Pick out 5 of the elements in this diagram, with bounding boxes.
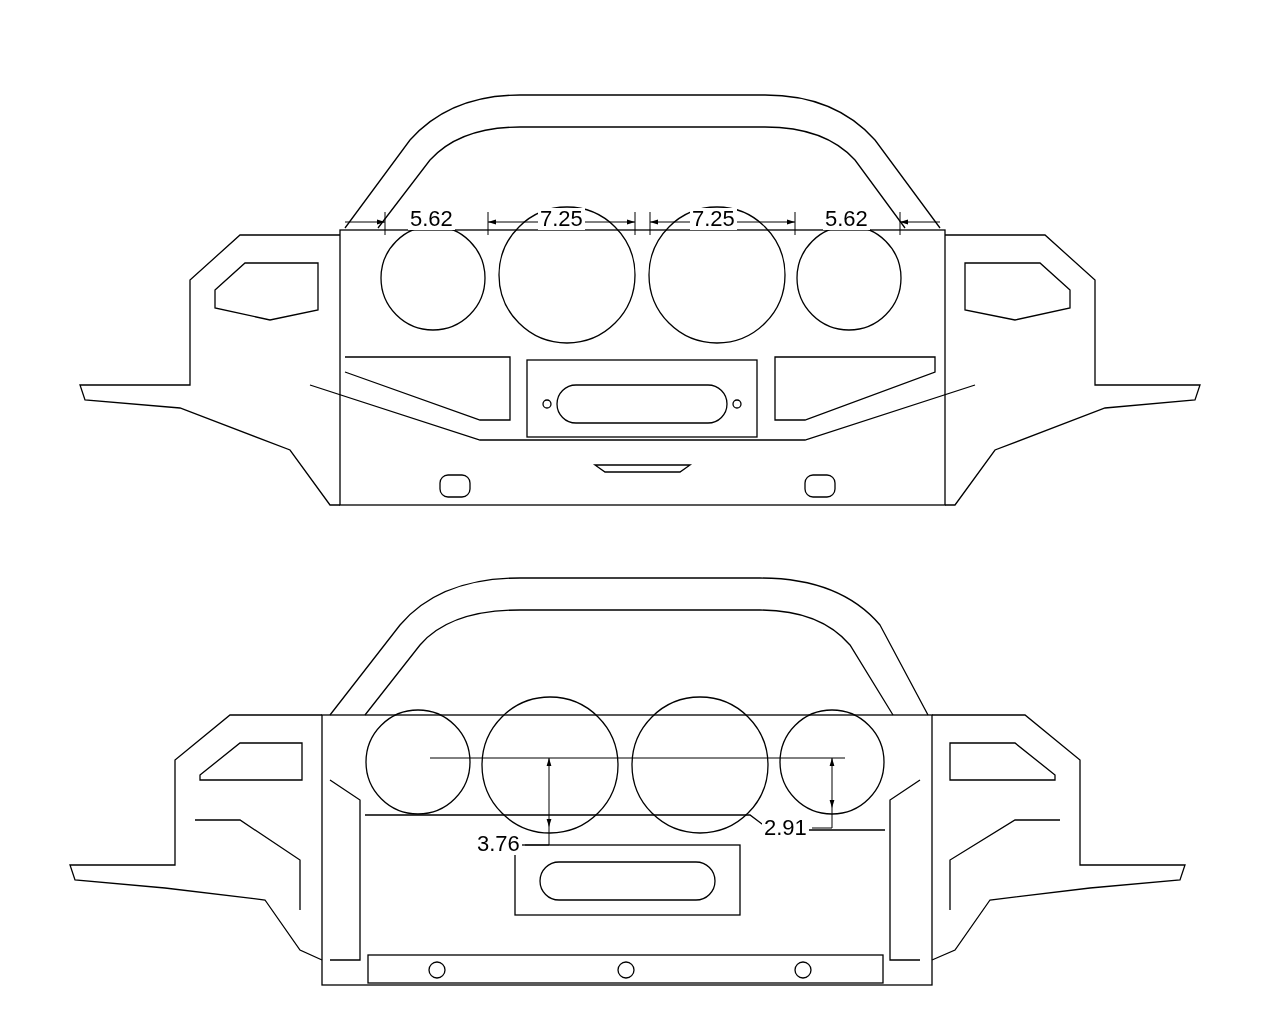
dimension-value: 5.62 <box>408 208 455 230</box>
dimension-value: 7.25 <box>690 208 737 230</box>
dimension-value: 7.25 <box>538 208 585 230</box>
dimension-value: 5.62 <box>823 208 870 230</box>
dimension-value: 3.76 <box>475 833 522 855</box>
